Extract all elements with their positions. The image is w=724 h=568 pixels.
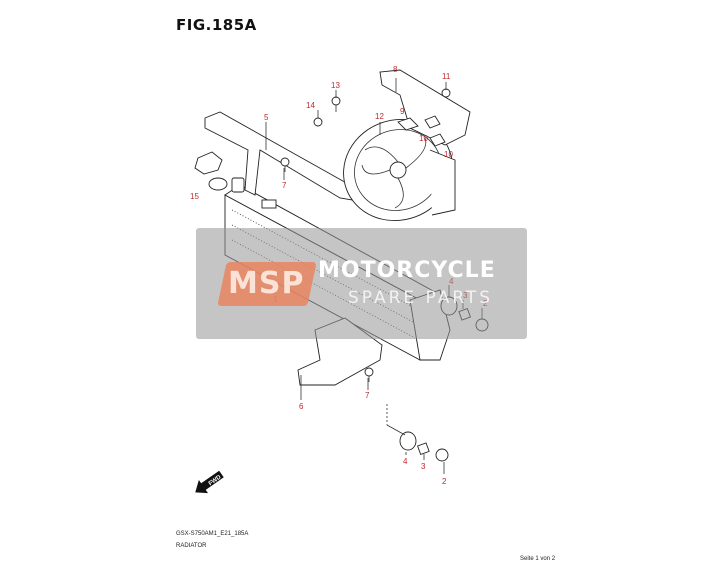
callout-12: 12 (375, 112, 384, 121)
watermark-line2: SPARE PARTS (348, 288, 494, 308)
lower-mount-hardware (399, 431, 449, 462)
cooling-fan (343, 118, 456, 222)
callout-6: 6 (299, 402, 304, 411)
watermark-line1: MOTORCYCLE (318, 258, 496, 283)
watermark-logo: MSP (228, 266, 305, 301)
callout-5: 5 (264, 113, 269, 122)
figure-title: FIG.185A (176, 16, 257, 34)
fwd-arrow-icon: FWD (195, 470, 224, 494)
callout-10: 10 (444, 150, 453, 159)
footer-page: Seite 1 von 2 (520, 556, 556, 562)
callout-11: 11 (442, 72, 451, 81)
footer-code: GSX-S750AM1_E21_185A (176, 531, 249, 537)
callout-10: 10 (419, 134, 428, 143)
cushions (397, 115, 446, 147)
callout-8: 8 (393, 65, 398, 74)
small-bolts (280, 88, 451, 382)
callout-14: 14 (306, 101, 315, 110)
callout-15: 15 (190, 192, 199, 201)
callout-3: 3 (421, 462, 426, 471)
callout-7: 7 (282, 181, 287, 190)
callout-7: 7 (365, 391, 370, 400)
fan-cover (379, 69, 471, 146)
callout-4: 4 (403, 457, 408, 466)
footer-name: RADIATOR (176, 543, 207, 549)
callout-2: 2 (442, 477, 447, 486)
radiator-bracket (204, 111, 353, 201)
callout-9: 9 (400, 107, 405, 116)
callout-13: 13 (331, 81, 340, 90)
radiator-cap (194, 151, 228, 191)
